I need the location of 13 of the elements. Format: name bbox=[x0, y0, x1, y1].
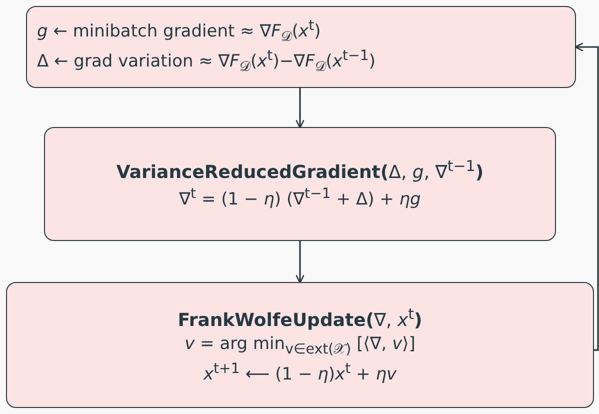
formula-text: x$^{t+1}$ ⟵ (1 − η)x$^{t}$ + ηv bbox=[202, 360, 398, 386]
process-box bbox=[6, 282, 594, 408]
function-heading: FrankWolfeUpdate(∇, x$^{t}$) bbox=[176, 304, 424, 333]
formula-text: g ← minibatch gradient ≈ ∇F$_{𝒟}$(x$^{t}$) bbox=[36, 16, 322, 47]
arrow bbox=[574, 42, 599, 351]
formula-text: v = arg min$_{v∈ext(𝒳)}$ [⟨∇, v⟩] bbox=[184, 333, 416, 360]
arrow bbox=[295, 241, 305, 284]
function-heading: VarianceReducedGradient(Δ, g, ∇$^{t−1}$) bbox=[115, 156, 485, 186]
process-box bbox=[26, 6, 576, 88]
formula-text: Δ ← grad variation ≈ ∇F$_{𝒟}$(x$^{t}$)−∇F$_{𝒟}$(x$^{t−1}$) bbox=[36, 47, 377, 78]
arrow bbox=[295, 88, 305, 128]
formula-text: ∇$^{t}$ = (1 − η) (∇$^{t−1}$ + Δ) + ηg bbox=[178, 185, 422, 212]
process-box bbox=[44, 127, 556, 241]
